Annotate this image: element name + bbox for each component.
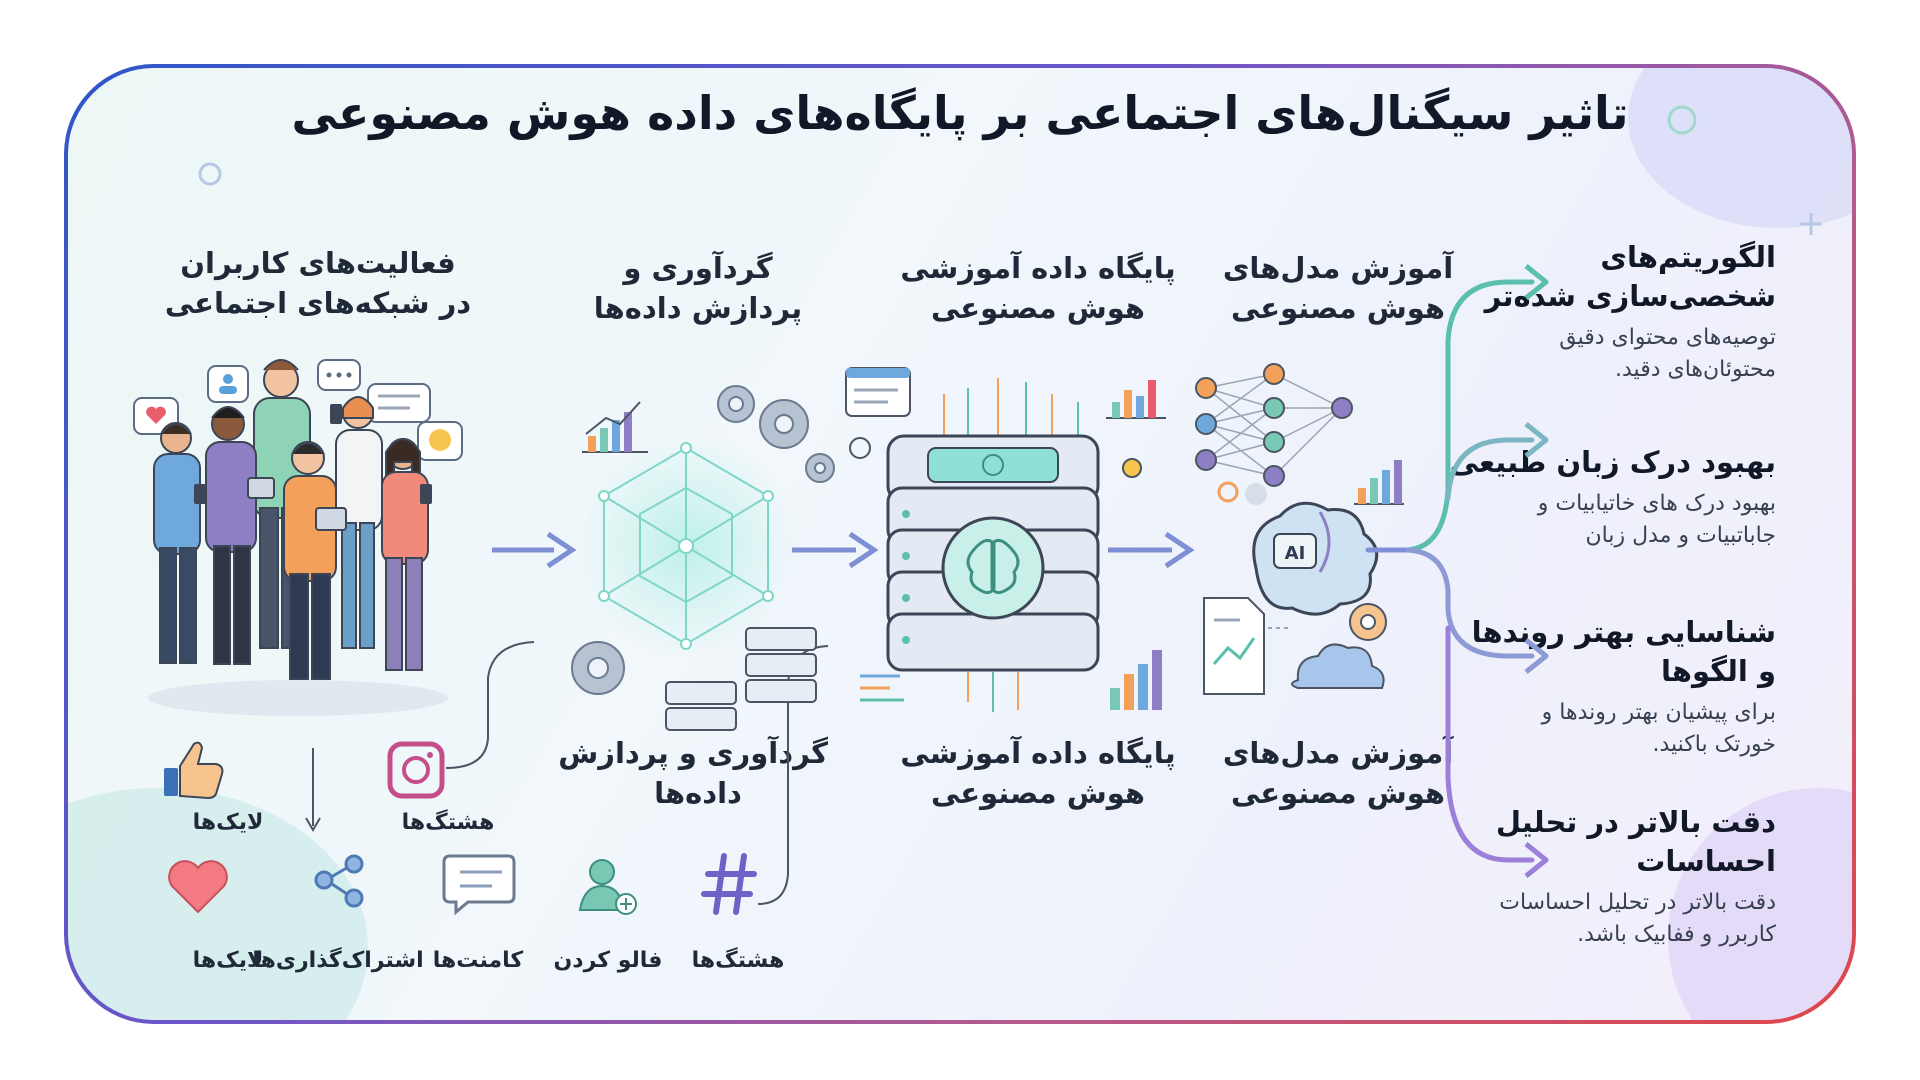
decor-plus-icon xyxy=(1800,213,1822,235)
signal-label-comments: کامنت‌ها xyxy=(432,948,524,973)
dashboard-card-icon xyxy=(845,367,911,417)
outcome-title: بهبود درک زبان طبیعی xyxy=(1449,445,1776,479)
outcome-desc: جاباتبیات و مدل زبان xyxy=(1585,523,1776,548)
document-chart-icon xyxy=(1203,597,1265,695)
lower-label-line: گردآوری و پردازش xyxy=(558,736,828,770)
lower-label-line: پایگاه داده آموزشی xyxy=(900,736,1176,770)
stage-header-collect: گردآوری و پردازش داده‌ها xyxy=(568,248,828,328)
cloud-icon xyxy=(1291,643,1385,689)
follow-icon xyxy=(578,859,637,915)
infographic-frame: تاثیر سیگنال‌های اجتماعی بر پایگاه‌های د… xyxy=(64,64,1856,1024)
signal-label-hashtags: هشتگ‌ها xyxy=(691,948,785,973)
flow-arrow-2 xyxy=(792,531,879,569)
lower-label-line: آموزش مدل‌های xyxy=(1222,736,1454,770)
stage-header-line: پردازش داده‌ها xyxy=(593,291,803,325)
comment-icon xyxy=(442,854,516,916)
smile-bubble-icon xyxy=(417,421,463,461)
outcome-trends: شناسایی بهتر روندها و الگوها برای پیشیان… xyxy=(1472,613,1776,761)
outcome-desc: دقت بالاتر در تحلیل احساسات xyxy=(1499,890,1776,915)
outcome-title: احساسات xyxy=(1636,844,1776,878)
outcome-sentiment: دقت بالاتر در تحلیل احساسات دقت بالاتر د… xyxy=(1496,803,1776,951)
data-processing-illustration xyxy=(571,385,835,731)
stage-header-line: در شبکه‌های اجتماعی xyxy=(164,286,472,320)
lower-label-collect: گردآوری و پردازش داده‌ها xyxy=(558,733,828,813)
outcome-title: الگوریتم‌های xyxy=(1600,240,1776,274)
stage-header-line: گردآوری و xyxy=(623,251,773,285)
arrow-head xyxy=(305,817,321,832)
bar-chart-icon xyxy=(1106,380,1166,419)
outcome-title: شخصی‌سازی شده‌تر xyxy=(1484,279,1776,313)
page-title: تاثیر سیگنال‌های اجتماعی بر پایگاه‌های د… xyxy=(291,86,1629,140)
diagram-illustrations: AI xyxy=(133,105,1822,916)
ai-chip-label: AI xyxy=(1285,543,1306,564)
lower-label-database: پایگاه داده آموزشی هوش مصنوعی xyxy=(888,733,1188,813)
outcome-desc: محتوئان‌های دقید. xyxy=(1615,357,1776,382)
connector-line xyxy=(445,641,535,769)
chat-bubble-icon xyxy=(317,359,361,391)
instagram-icon xyxy=(387,741,445,799)
message-bubble-icon xyxy=(367,383,431,423)
outcome-title: دقت بالاتر در تحلیل xyxy=(1495,805,1776,839)
stage-header-line: فعالیت‌های کاربران xyxy=(180,246,456,280)
decor-circle xyxy=(198,162,222,186)
bar-chart-icon xyxy=(1110,650,1162,710)
stage-header-line: هوش مصنوعی xyxy=(1230,291,1446,325)
thumbs-up-icon xyxy=(164,741,224,800)
brain-icon xyxy=(941,516,1045,620)
code-lines-icon xyxy=(860,674,904,702)
bar-chart-icon xyxy=(1354,460,1404,505)
lower-label-line: هوش مصنوعی xyxy=(930,776,1146,810)
stage-header-line: پایگاه داده آموزشی xyxy=(900,251,1176,285)
outcome-desc: خورتک باکنید. xyxy=(1652,732,1776,757)
lower-label-line: داده‌ها xyxy=(654,776,742,810)
lower-label-line: هوش مصنوعی xyxy=(1230,776,1446,810)
server-stack-icon xyxy=(665,627,817,731)
signal-label-likes-top: لایک‌ها xyxy=(192,810,264,835)
outcome-desc: بهبود درک های خاتیابیات و xyxy=(1537,491,1776,516)
outcome-nlp: بهبود درک زبان طبیعی بهبود درک های خاتیا… xyxy=(1450,443,1776,552)
outcome-desc: کاربرر و ففابیک باشد. xyxy=(1577,922,1776,947)
ai-brain-icon: AI xyxy=(1252,501,1379,616)
social-users-illustration xyxy=(133,359,463,716)
hashtag-icon xyxy=(701,853,757,915)
signal-label-hashtags-top: هشتگ‌ها xyxy=(401,810,495,835)
stage-header-social: فعالیت‌های کاربران در شبکه‌های اجتماعی xyxy=(158,243,478,323)
model-training-illustration: AI xyxy=(1195,363,1404,695)
gear-icon xyxy=(1349,603,1387,641)
stage-header-line: آموزش مدل‌های xyxy=(1222,251,1454,285)
bar-chart-icon xyxy=(582,401,648,453)
user-bubble-icon xyxy=(207,365,249,403)
branch-arrow-heads xyxy=(1524,264,1549,878)
share-icon xyxy=(314,854,364,908)
outcome-personalization: الگوریتم‌های شخصی‌سازی شده‌تر توصیه‌های … xyxy=(1485,238,1776,386)
outcome-desc: برای پیشیان بهتر روندها و xyxy=(1541,700,1776,725)
signal-label-shares: اشتراک‌گذاری‌ها xyxy=(252,948,424,973)
gear-icon xyxy=(571,385,835,695)
outcome-title: و الگوها xyxy=(1661,654,1776,688)
stage-header-training: آموزش مدل‌های هوش مصنوعی xyxy=(1188,248,1488,328)
outcome-title: شناسایی بهتر روندها xyxy=(1471,615,1776,649)
signal-label-likes: لایک‌ها xyxy=(192,948,264,973)
flow-arrow-1 xyxy=(492,531,577,569)
heart-icon xyxy=(168,860,228,914)
ai-database-illustration xyxy=(845,367,1166,712)
signal-label-follow: فالو کردن xyxy=(553,948,663,973)
decor-circle xyxy=(1667,105,1697,135)
stage-header-database: پایگاه داده آموزشی هوش مصنوعی xyxy=(888,248,1188,328)
flow-arrow-3 xyxy=(1108,531,1195,569)
outcome-desc: توصیه‌های محتوای دقیق xyxy=(1559,325,1776,350)
branch-arrows xyxy=(1365,279,1535,863)
stage-header-line: هوش مصنوعی xyxy=(930,291,1146,325)
infographic-panel: تاثیر سیگنال‌های اجتماعی بر پایگاه‌های د… xyxy=(68,68,1852,1020)
lower-label-training: آموزش مدل‌های هوش مصنوعی xyxy=(1188,733,1488,813)
